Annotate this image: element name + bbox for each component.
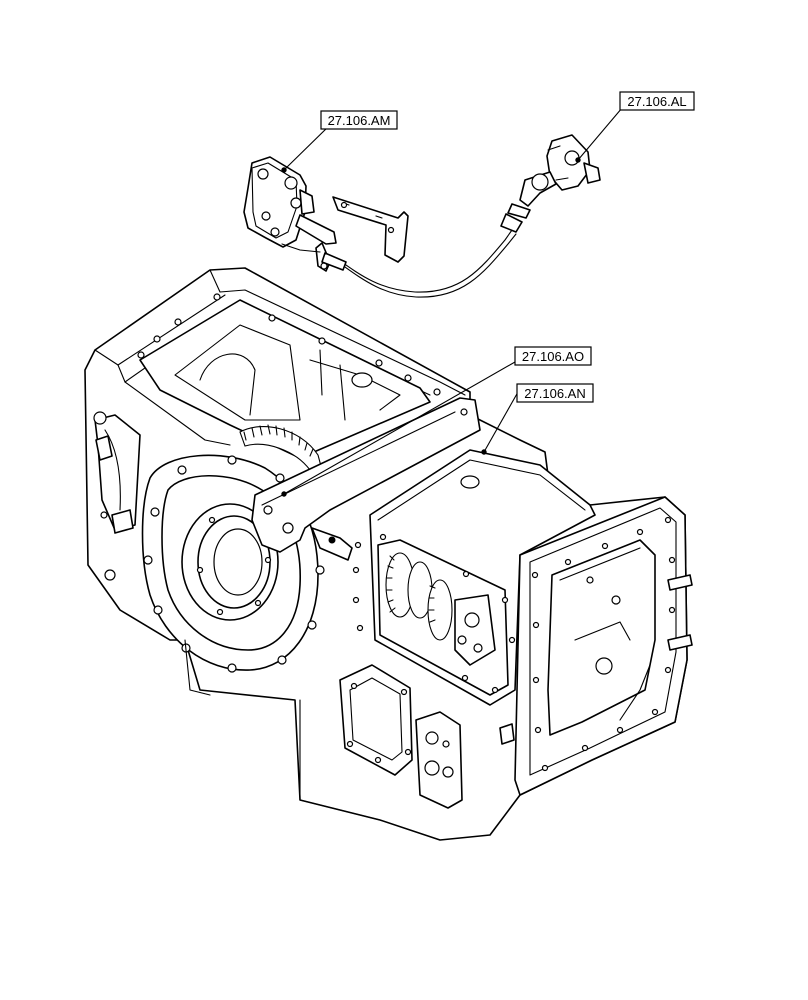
- callout-27-106-ao[interactable]: 27.106.AO: [514, 346, 592, 366]
- gear-cluster: [385, 552, 453, 641]
- callout-label-ao: 27.106.AO: [522, 349, 584, 364]
- callout-label-am: 27.106.AM: [328, 113, 391, 128]
- gearbox-bolts: [352, 533, 516, 694]
- cross-bracket: [251, 397, 481, 561]
- callout-label-al: 27.106.AL: [627, 94, 686, 109]
- callout-27-106-al[interactable]: 27.106.AL: [619, 91, 695, 111]
- lower-base: [184, 639, 515, 821]
- left-side-fittings: [93, 411, 141, 581]
- callout-27-106-am[interactable]: 27.106.AM: [320, 110, 398, 130]
- flange-bolts: [143, 455, 325, 673]
- callout-label-an: 27.106.AN: [524, 386, 585, 401]
- front-cover-plate: [514, 496, 693, 796]
- gearbox-section: [352, 449, 596, 706]
- shift-cable-assembly: [243, 134, 601, 298]
- transmission-housing: [84, 267, 693, 841]
- top-rim-bolts: [137, 293, 441, 396]
- cover-bolts: [531, 516, 676, 772]
- leader-lines: [281, 107, 623, 497]
- callout-27-106-an[interactable]: 27.106.AN: [516, 383, 594, 403]
